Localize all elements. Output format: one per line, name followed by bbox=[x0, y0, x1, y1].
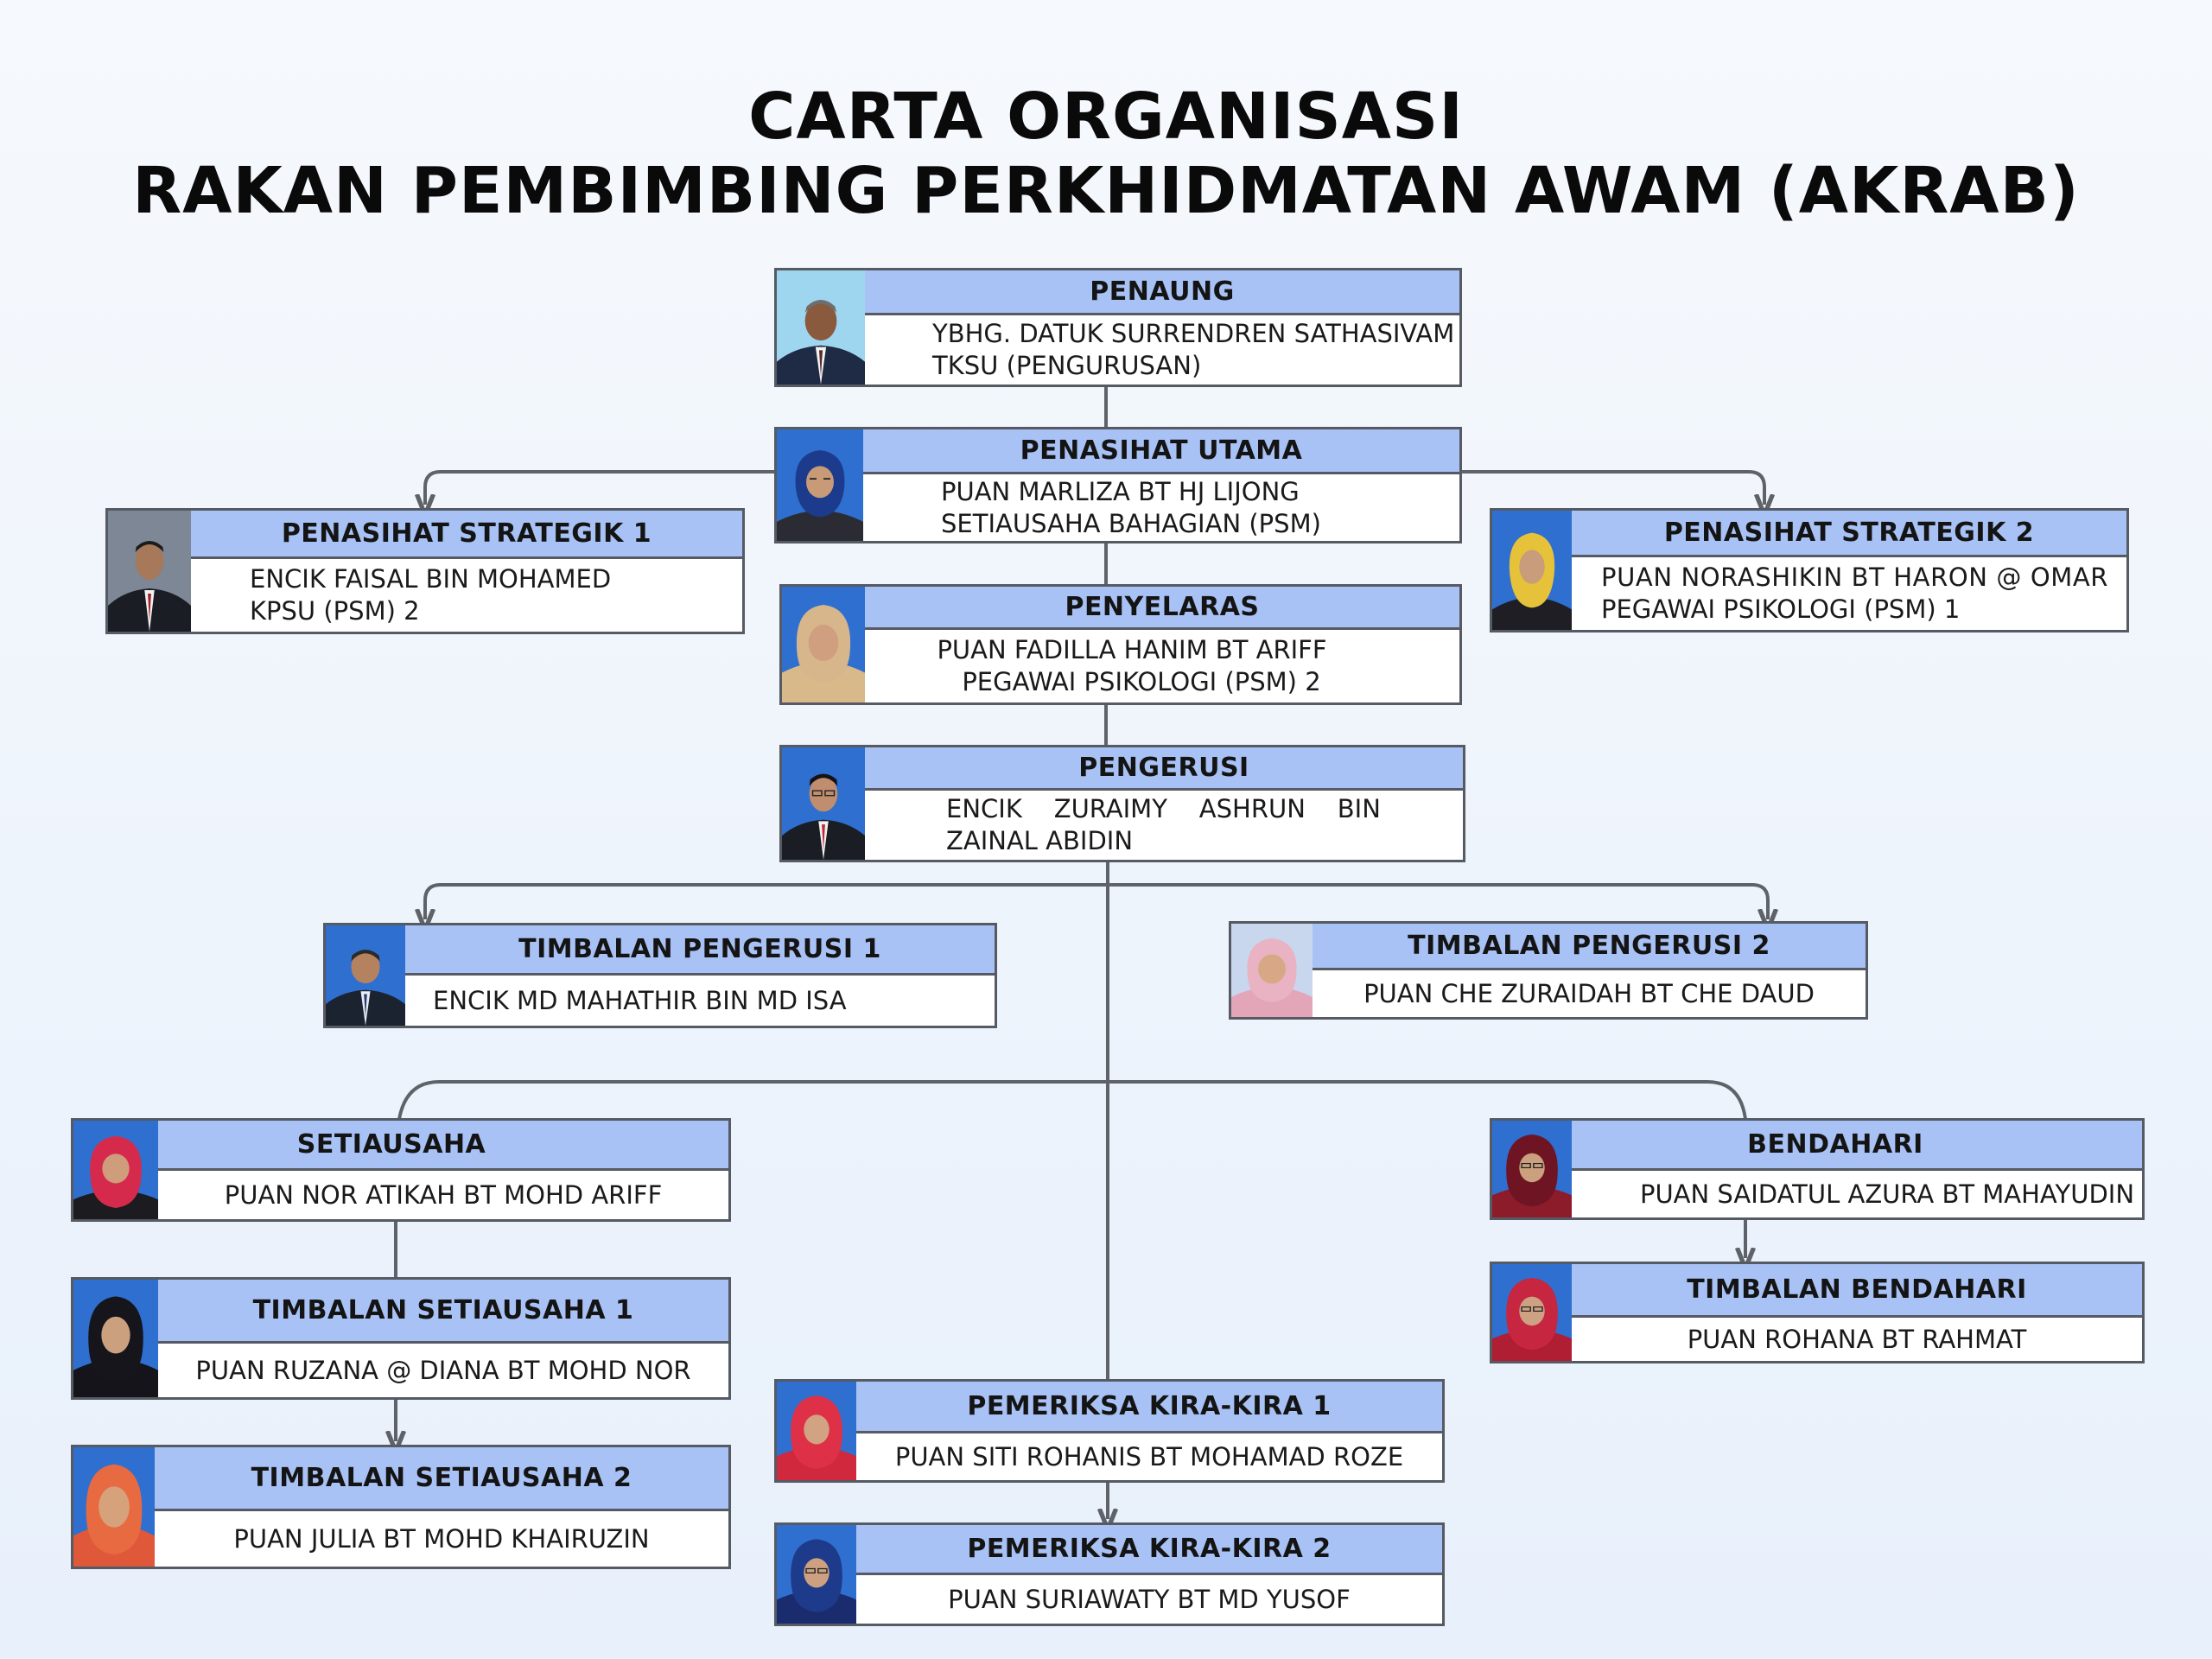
member-details: PUAN NOR ATIKAH BT MOHD ARIFF bbox=[158, 1171, 728, 1219]
card-timbalan-setiausaha-1: TIMBALAN SETIAUSAHA 1 PUAN RUZANA @ DIAN… bbox=[71, 1277, 731, 1400]
member-name: PUAN SAIDATUL AZURA BT MAHAYUDIN bbox=[1640, 1179, 2134, 1211]
card-penyelaras: PENYELARAS PUAN FADILLA HANIM BT ARIFF P… bbox=[779, 584, 1462, 705]
connector-strategik-2 bbox=[1462, 472, 1764, 505]
woman-hijab-portrait-icon bbox=[777, 1525, 856, 1624]
woman-hijab-portrait-icon bbox=[777, 1382, 856, 1480]
member-position: KPSU (PSM) 2 bbox=[250, 595, 420, 627]
member-name: PUAN CHE ZURAIDAH BT CHE DAUD bbox=[1363, 978, 1815, 1010]
card-timbalan-setiausaha-2: TIMBALAN SETIAUSAHA 2 PUAN JULIA BT MOHD… bbox=[71, 1445, 731, 1569]
card-pemeriksa-kira-kira-2: PEMERIKSA KIRA-KIRA 2 PUAN SURIAWATY BT … bbox=[774, 1522, 1445, 1626]
member-position: PEGAWAI PSIKOLOGI (PSM) 1 bbox=[1601, 594, 1960, 626]
member-details: PUAN SURIAWATY BT MD YUSOF bbox=[856, 1575, 1442, 1624]
card-penaung: PENAUNG YBHG. DATUK SURRENDREN SATHASIVA… bbox=[774, 268, 1462, 387]
woman-hijab-portrait-icon bbox=[1492, 1121, 1572, 1217]
woman-hijab-portrait-icon bbox=[73, 1121, 158, 1219]
role-title: SETIAUSAHA bbox=[158, 1121, 728, 1171]
role-title: TIMBALAN PENGERUSI 1 bbox=[405, 925, 995, 976]
member-details: PUAN MARLIZA BT HJ LIJONG SETIAUSAHA BAH… bbox=[863, 474, 1459, 541]
role-title: BENDAHARI bbox=[1572, 1121, 2142, 1171]
member-details: PUAN SAIDATUL AZURA BT MAHAYUDIN bbox=[1572, 1171, 2142, 1217]
man-portrait-icon bbox=[108, 511, 191, 632]
card-bendahari: BENDAHARI PUAN SAIDATUL AZURA BT MAHAYUD… bbox=[1490, 1118, 2145, 1220]
connector-timbalan-pengerusi-1 bbox=[425, 885, 1108, 919]
woman-hijab-portrait-icon bbox=[777, 429, 863, 541]
role-title: PENGERUSI bbox=[865, 747, 1463, 791]
member-name: ENCIK ZURAIMY ASHRUN BIN bbox=[946, 793, 1381, 825]
woman-hijab-portrait-icon bbox=[73, 1280, 158, 1397]
member-name-cont: ZAINAL ABIDIN bbox=[946, 825, 1133, 857]
member-position: SETIAUSAHA BAHAGIAN (PSM) bbox=[941, 508, 1321, 540]
woman-hijab-portrait-icon bbox=[73, 1447, 155, 1567]
member-position: PEGAWAI PSIKOLOGI (PSM) 2 bbox=[943, 666, 1320, 698]
role-title: PENASIHAT STRATEGIK 2 bbox=[1572, 511, 2126, 557]
member-details: ENCIK MD MAHATHIR BIN MD ISA bbox=[405, 976, 995, 1026]
man-portrait-icon bbox=[326, 925, 405, 1026]
role-title: PEMERIKSA KIRA-KIRA 1 bbox=[856, 1382, 1442, 1433]
member-name: PUAN FADILLA HANIM BT ARIFF bbox=[937, 634, 1326, 666]
member-details: PUAN CHE ZURAIDAH BT CHE DAUD bbox=[1313, 970, 1866, 1017]
woman-hijab-portrait-icon bbox=[782, 587, 865, 702]
connector-strategik-1 bbox=[425, 472, 774, 505]
role-title: PENYELARAS bbox=[865, 587, 1459, 630]
member-name: ENCIK MD MAHATHIR BIN MD ISA bbox=[433, 985, 847, 1017]
member-name: ENCIK FAISAL BIN MOHAMED bbox=[250, 563, 611, 595]
member-details: ENCIK ZURAIMY ASHRUN BIN ZAINAL ABIDIN bbox=[865, 791, 1463, 860]
member-details: ENCIK FAISAL BIN MOHAMED KPSU (PSM) 2 bbox=[191, 559, 742, 632]
woman-hijab-portrait-icon bbox=[1492, 511, 1572, 630]
man-portrait-icon bbox=[782, 747, 865, 860]
member-name: PUAN SURIAWATY BT MD YUSOF bbox=[948, 1584, 1351, 1616]
card-pemeriksa-kira-kira-1: PEMERIKSA KIRA-KIRA 1 PUAN SITI ROHANIS … bbox=[774, 1379, 1445, 1483]
member-details: YBHG. DATUK SURRENDREN SATHASIVAM TKSU (… bbox=[865, 315, 1459, 385]
member-details: PUAN SITI ROHANIS BT MOHAMAD ROZE bbox=[856, 1433, 1442, 1480]
card-penasihat-strategik-2: PENASIHAT STRATEGIK 2 PUAN NORASHIKIN BT… bbox=[1490, 508, 2129, 632]
member-position: TKSU (PENGURUSAN) bbox=[932, 350, 1201, 382]
member-name: PUAN SITI ROHANIS BT MOHAMAD ROZE bbox=[895, 1441, 1403, 1473]
member-name: PUAN RUZANA @ DIANA BT MOHD NOR bbox=[195, 1355, 690, 1387]
card-timbalan-bendahari: TIMBALAN BENDAHARI PUAN ROHANA BT RAHMAT bbox=[1490, 1262, 2145, 1363]
role-title: TIMBALAN SETIAUSAHA 1 bbox=[158, 1280, 728, 1344]
role-title: PENAUNG bbox=[865, 270, 1459, 315]
member-name: PUAN MARLIZA BT HJ LIJONG bbox=[941, 476, 1300, 508]
woman-hijab-portrait-icon bbox=[1231, 924, 1313, 1017]
card-setiausaha: SETIAUSAHA PUAN NOR ATIKAH BT MOHD ARIFF bbox=[71, 1118, 731, 1222]
member-name: PUAN ROHANA BT RAHMAT bbox=[1688, 1324, 2027, 1356]
role-title: TIMBALAN PENGERUSI 2 bbox=[1313, 924, 1866, 970]
member-details: PUAN JULIA BT MOHD KHAIRUZIN bbox=[155, 1511, 728, 1567]
connector-timbalan-pengerusi-2 bbox=[1108, 885, 1768, 919]
member-details: PUAN RUZANA @ DIANA BT MOHD NOR bbox=[158, 1344, 728, 1397]
role-title: PENASIHAT UTAMA bbox=[863, 429, 1459, 474]
woman-hijab-portrait-icon bbox=[1492, 1264, 1572, 1361]
role-title: TIMBALAN SETIAUSAHA 2 bbox=[155, 1447, 728, 1511]
connector-setiausaha bbox=[399, 1082, 1108, 1119]
card-timbalan-pengerusi-1: TIMBALAN PENGERUSI 1 ENCIK MD MAHATHIR B… bbox=[323, 923, 997, 1028]
card-timbalan-pengerusi-2: TIMBALAN PENGERUSI 2 PUAN CHE ZURAIDAH B… bbox=[1229, 921, 1868, 1020]
member-name: PUAN JULIA BT MOHD KHAIRUZIN bbox=[233, 1523, 649, 1555]
member-name: YBHG. DATUK SURRENDREN SATHASIVAM bbox=[932, 318, 1454, 350]
role-title: TIMBALAN BENDAHARI bbox=[1572, 1264, 2142, 1318]
man-portrait-icon bbox=[777, 270, 865, 385]
card-pengerusi: PENGERUSI ENCIK ZURAIMY ASHRUN BIN ZAINA… bbox=[779, 745, 1465, 862]
member-details: PUAN ROHANA BT RAHMAT bbox=[1572, 1318, 2142, 1361]
member-name: PUAN NORASHIKIN BT HARON @ OMAR bbox=[1601, 562, 2108, 594]
role-title: PENASIHAT STRATEGIK 1 bbox=[191, 511, 742, 559]
card-penasihat-utama: PENASIHAT UTAMA PUAN MARLIZA BT HJ LIJON… bbox=[774, 427, 1462, 543]
connector-bendahari bbox=[1108, 1082, 1745, 1119]
role-title: PEMERIKSA KIRA-KIRA 2 bbox=[856, 1525, 1442, 1575]
member-name: PUAN NOR ATIKAH BT MOHD ARIFF bbox=[225, 1179, 663, 1211]
member-details: PUAN FADILLA HANIM BT ARIFF PEGAWAI PSIK… bbox=[865, 630, 1459, 702]
member-details: PUAN NORASHIKIN BT HARON @ OMAR PEGAWAI … bbox=[1572, 557, 2126, 630]
card-penasihat-strategik-1: PENASIHAT STRATEGIK 1 ENCIK FAISAL BIN M… bbox=[105, 508, 745, 634]
